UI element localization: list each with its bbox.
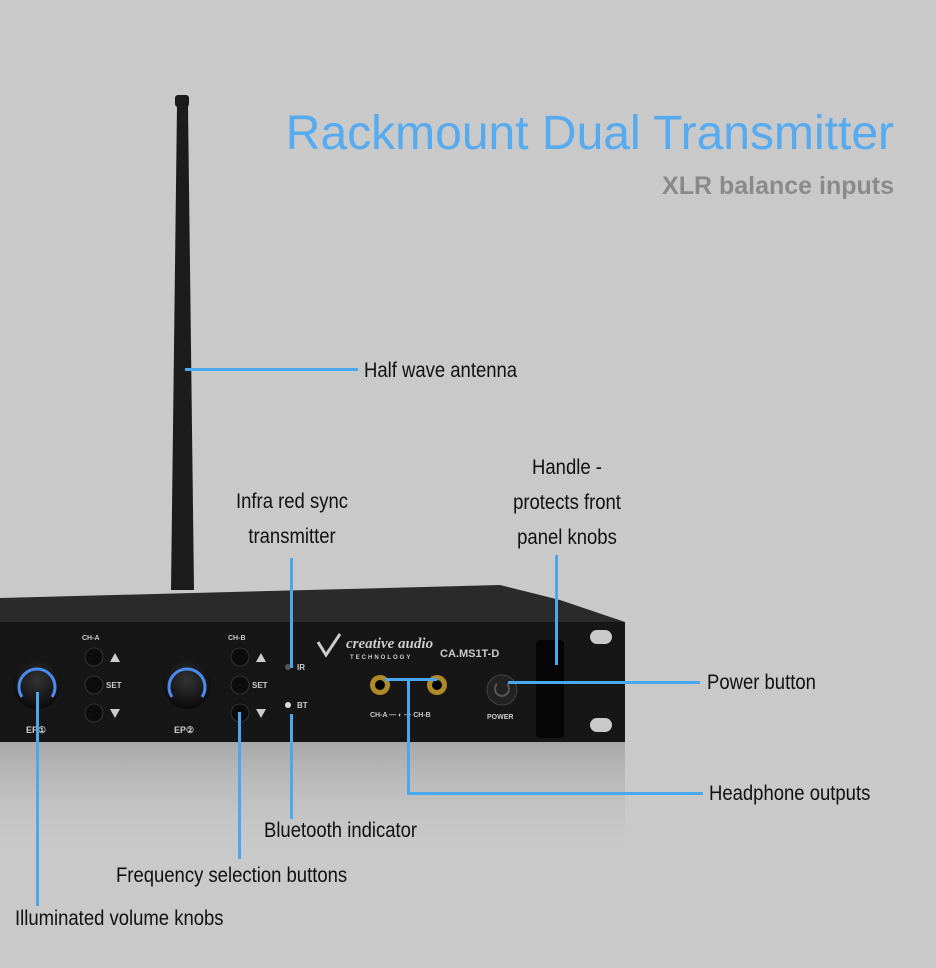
up-arrow-icon	[256, 653, 266, 662]
set-label: SET	[252, 681, 268, 690]
headphone-leader-v	[407, 678, 410, 794]
bt-led	[285, 702, 291, 708]
antenna-leader	[185, 368, 358, 371]
model-name: CA.MS1T-D	[440, 648, 499, 660]
handle	[536, 640, 564, 738]
page-title: Rackmount Dual Transmitter	[285, 107, 894, 160]
antenna-label: Half wave antenna	[364, 359, 518, 382]
ir-label: IR	[297, 663, 305, 672]
brand-name: creative audio	[346, 636, 433, 652]
power-label: POWER	[487, 714, 513, 721]
knobs-leader	[36, 692, 39, 906]
ep2-label: EP②	[174, 725, 194, 735]
ir-leader	[290, 558, 293, 668]
power-leader	[508, 681, 700, 684]
frequency-leader	[238, 712, 241, 859]
ir-label-line: Infra red sync	[236, 490, 348, 513]
device-reflection	[0, 742, 625, 862]
ch-b-set-button[interactable]	[230, 675, 250, 695]
ch-a-up-button[interactable]	[84, 647, 104, 667]
volume-knob-2[interactable]	[163, 661, 211, 709]
ch-a-set-button[interactable]	[84, 675, 104, 695]
headphone-leader-h	[385, 678, 437, 681]
handle-leader	[555, 555, 558, 665]
knobs-callout: Illuminated volume knobs	[15, 907, 224, 930]
ir-label-line: transmitter	[248, 525, 336, 548]
handle-label-line: Handle -	[532, 456, 602, 479]
down-arrow-icon	[110, 709, 120, 718]
handle-callout: Handle - protects front panel knobs	[479, 450, 655, 555]
page-subtitle: XLR balance inputs	[662, 172, 894, 200]
volume-knob-1[interactable]	[13, 661, 61, 709]
ch-a-label: CH-A	[82, 635, 100, 642]
jack-label: CH-A — ◐ — CH-B	[370, 712, 431, 719]
down-arrow-icon	[256, 709, 266, 718]
power-callout: Power button	[707, 671, 816, 694]
ch-b-label: CH-B	[228, 635, 246, 642]
headphone-leader-h2	[407, 792, 703, 795]
bluetooth-callout: Bluetooth indicator	[264, 819, 418, 842]
brand-logo-icon	[316, 633, 342, 658]
power-icon	[494, 683, 510, 697]
ch-b-up-button[interactable]	[230, 647, 250, 667]
up-arrow-icon	[110, 653, 120, 662]
bt-label: BT	[297, 701, 308, 710]
ir-callout: Infra red sync transmitter	[204, 484, 380, 554]
handle-label-line: protects front	[513, 491, 621, 514]
chassis-top	[0, 585, 625, 622]
set-label: SET	[106, 681, 122, 690]
frequency-callout: Frequency selection buttons	[116, 864, 348, 887]
headphone-callout: Headphone outputs	[709, 782, 871, 805]
power-button[interactable]	[486, 674, 518, 706]
handle-label-line: panel knobs	[517, 526, 617, 549]
ch-a-down-button[interactable]	[84, 703, 104, 723]
ir-led	[285, 664, 291, 670]
brand-sub: TECHNOLOGY	[350, 655, 412, 661]
bt-leader	[290, 714, 293, 819]
antenna	[171, 95, 194, 590]
